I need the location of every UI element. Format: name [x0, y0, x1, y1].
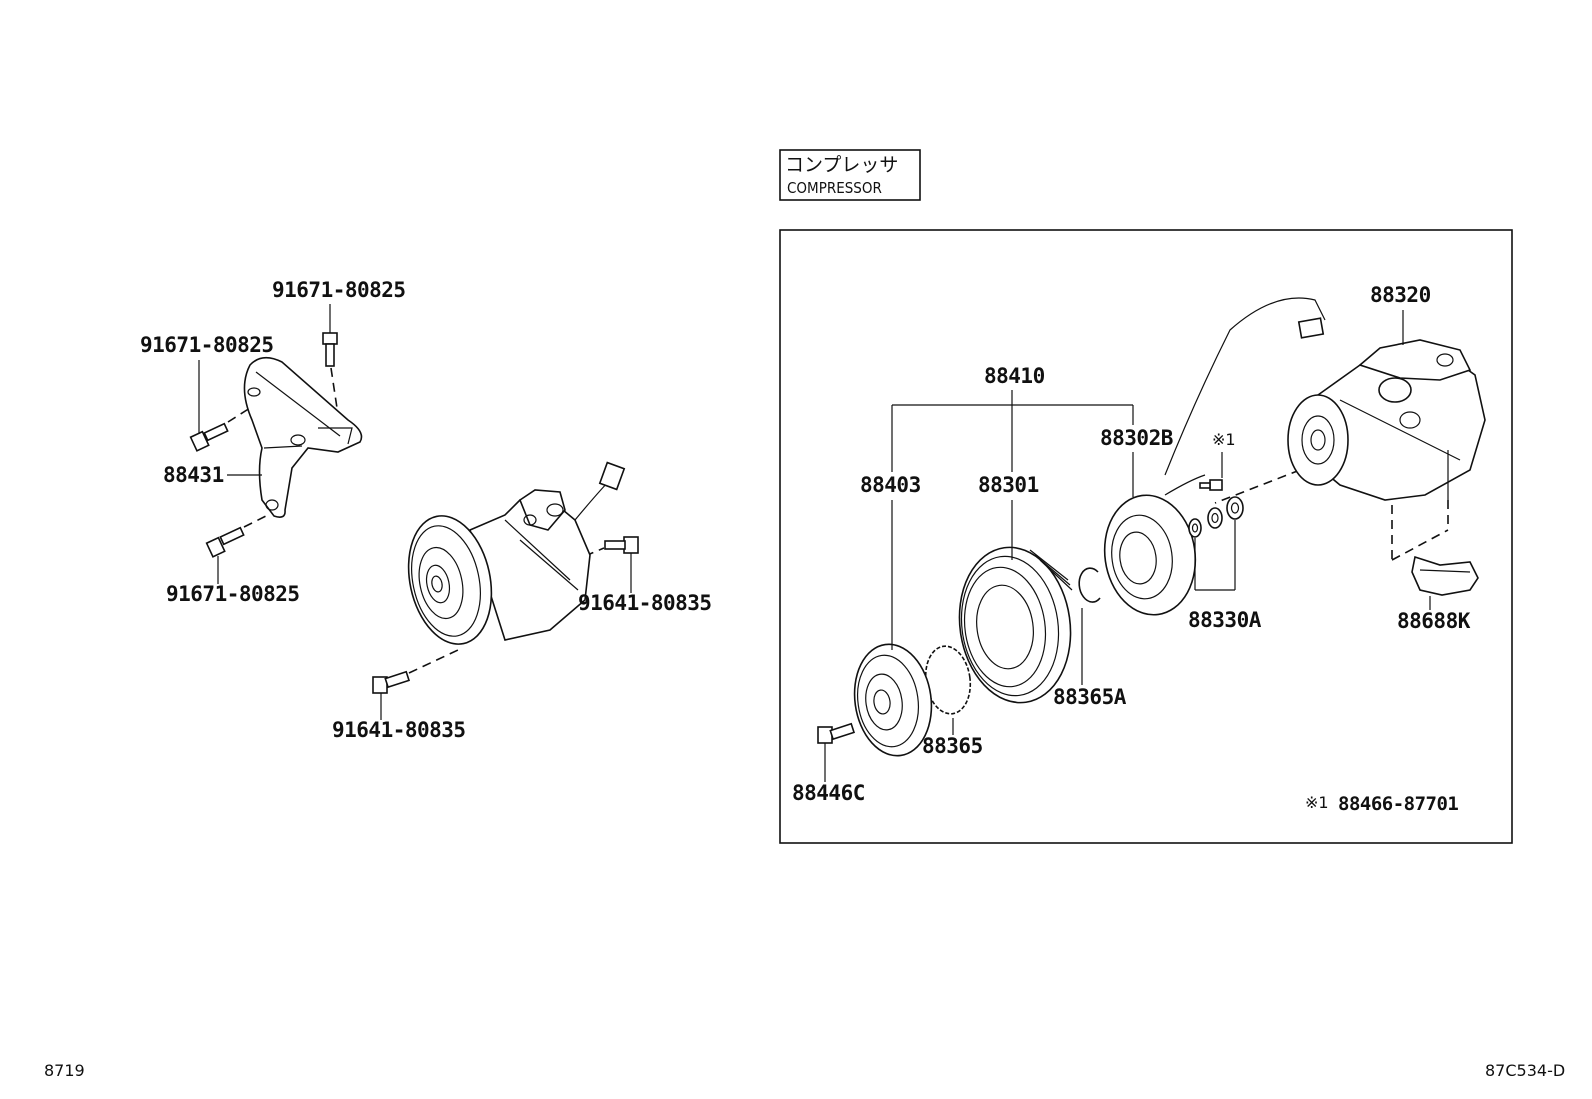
- left-callouts: 91671-80825 91671-80825 88431 91671-8082…: [140, 278, 712, 742]
- right-callouts: 88320 88410 88302B ※1 88403 88301 88330A…: [792, 283, 1471, 805]
- callout-88365A: 88365A: [1053, 685, 1127, 709]
- callout-91671-80825-lower: 91671-80825: [166, 582, 300, 606]
- hub-88403-drawing: [853, 643, 933, 757]
- callout-88320: 88320: [1370, 283, 1431, 307]
- footnote-mark: ※1: [1305, 793, 1329, 812]
- footnote: ※1 88466-87701: [1305, 793, 1459, 815]
- footnote-part-number: 88466-87701: [1338, 793, 1458, 815]
- section-title-box: コンプレッサ COMPRESSOR: [779, 149, 921, 201]
- shims-88330A-drawing: [1188, 496, 1244, 538]
- bolt-icon-88446C: [817, 722, 856, 744]
- bolt-icon-top: [322, 332, 338, 367]
- callout-88365: 88365: [922, 734, 983, 758]
- title-english: COMPRESSOR: [787, 179, 882, 197]
- footer-left-code: 8719: [44, 1061, 85, 1080]
- callout-88431: 88431: [163, 463, 224, 487]
- shim-ring-88365-drawing: [924, 645, 972, 715]
- callout-91671-80825-left: 91671-80825: [140, 333, 274, 357]
- compressor-assembly-drawing: [407, 461, 626, 645]
- callout-91641-80835-right: 91641-80835: [578, 591, 712, 615]
- screw-icon-note1: [1199, 479, 1223, 491]
- callout-88330A: 88330A: [1188, 608, 1262, 632]
- callout-88688K: 88688K: [1397, 609, 1471, 633]
- pulley-88301-drawing: [958, 546, 1073, 704]
- bolt-icon-left: [189, 422, 229, 452]
- callout-88410: 88410: [984, 364, 1045, 388]
- stator-88302B-drawing: [1103, 474, 1206, 616]
- callout-note-mark: ※1: [1212, 430, 1236, 449]
- exploded-view-frame: [779, 229, 1513, 844]
- callout-88302B: 88302B: [1100, 426, 1173, 450]
- bracket-88431-drawing: [243, 356, 363, 518]
- callout-91671-80825-top: 91671-80825: [272, 278, 406, 302]
- snap-ring-88365A-drawing: [1078, 567, 1101, 603]
- bolt-icon-lower: [205, 526, 245, 558]
- bolt-icon-right: [604, 536, 639, 554]
- callout-88403: 88403: [860, 473, 921, 497]
- compressor-88320-drawing: [1164, 297, 1486, 561]
- bolt-icon-bottom: [372, 670, 411, 694]
- footer-right-code: 87C534-D: [1485, 1061, 1565, 1080]
- left-assembly: [189, 332, 639, 694]
- clip-88688K-drawing: [1411, 555, 1479, 596]
- callout-88446C: 88446C: [792, 781, 865, 805]
- callout-91641-80835-bottom: 91641-80835: [332, 718, 466, 742]
- callout-88301: 88301: [978, 473, 1039, 497]
- exploded-view: [817, 297, 1486, 757]
- title-japanese: コンプレッサ: [785, 154, 898, 176]
